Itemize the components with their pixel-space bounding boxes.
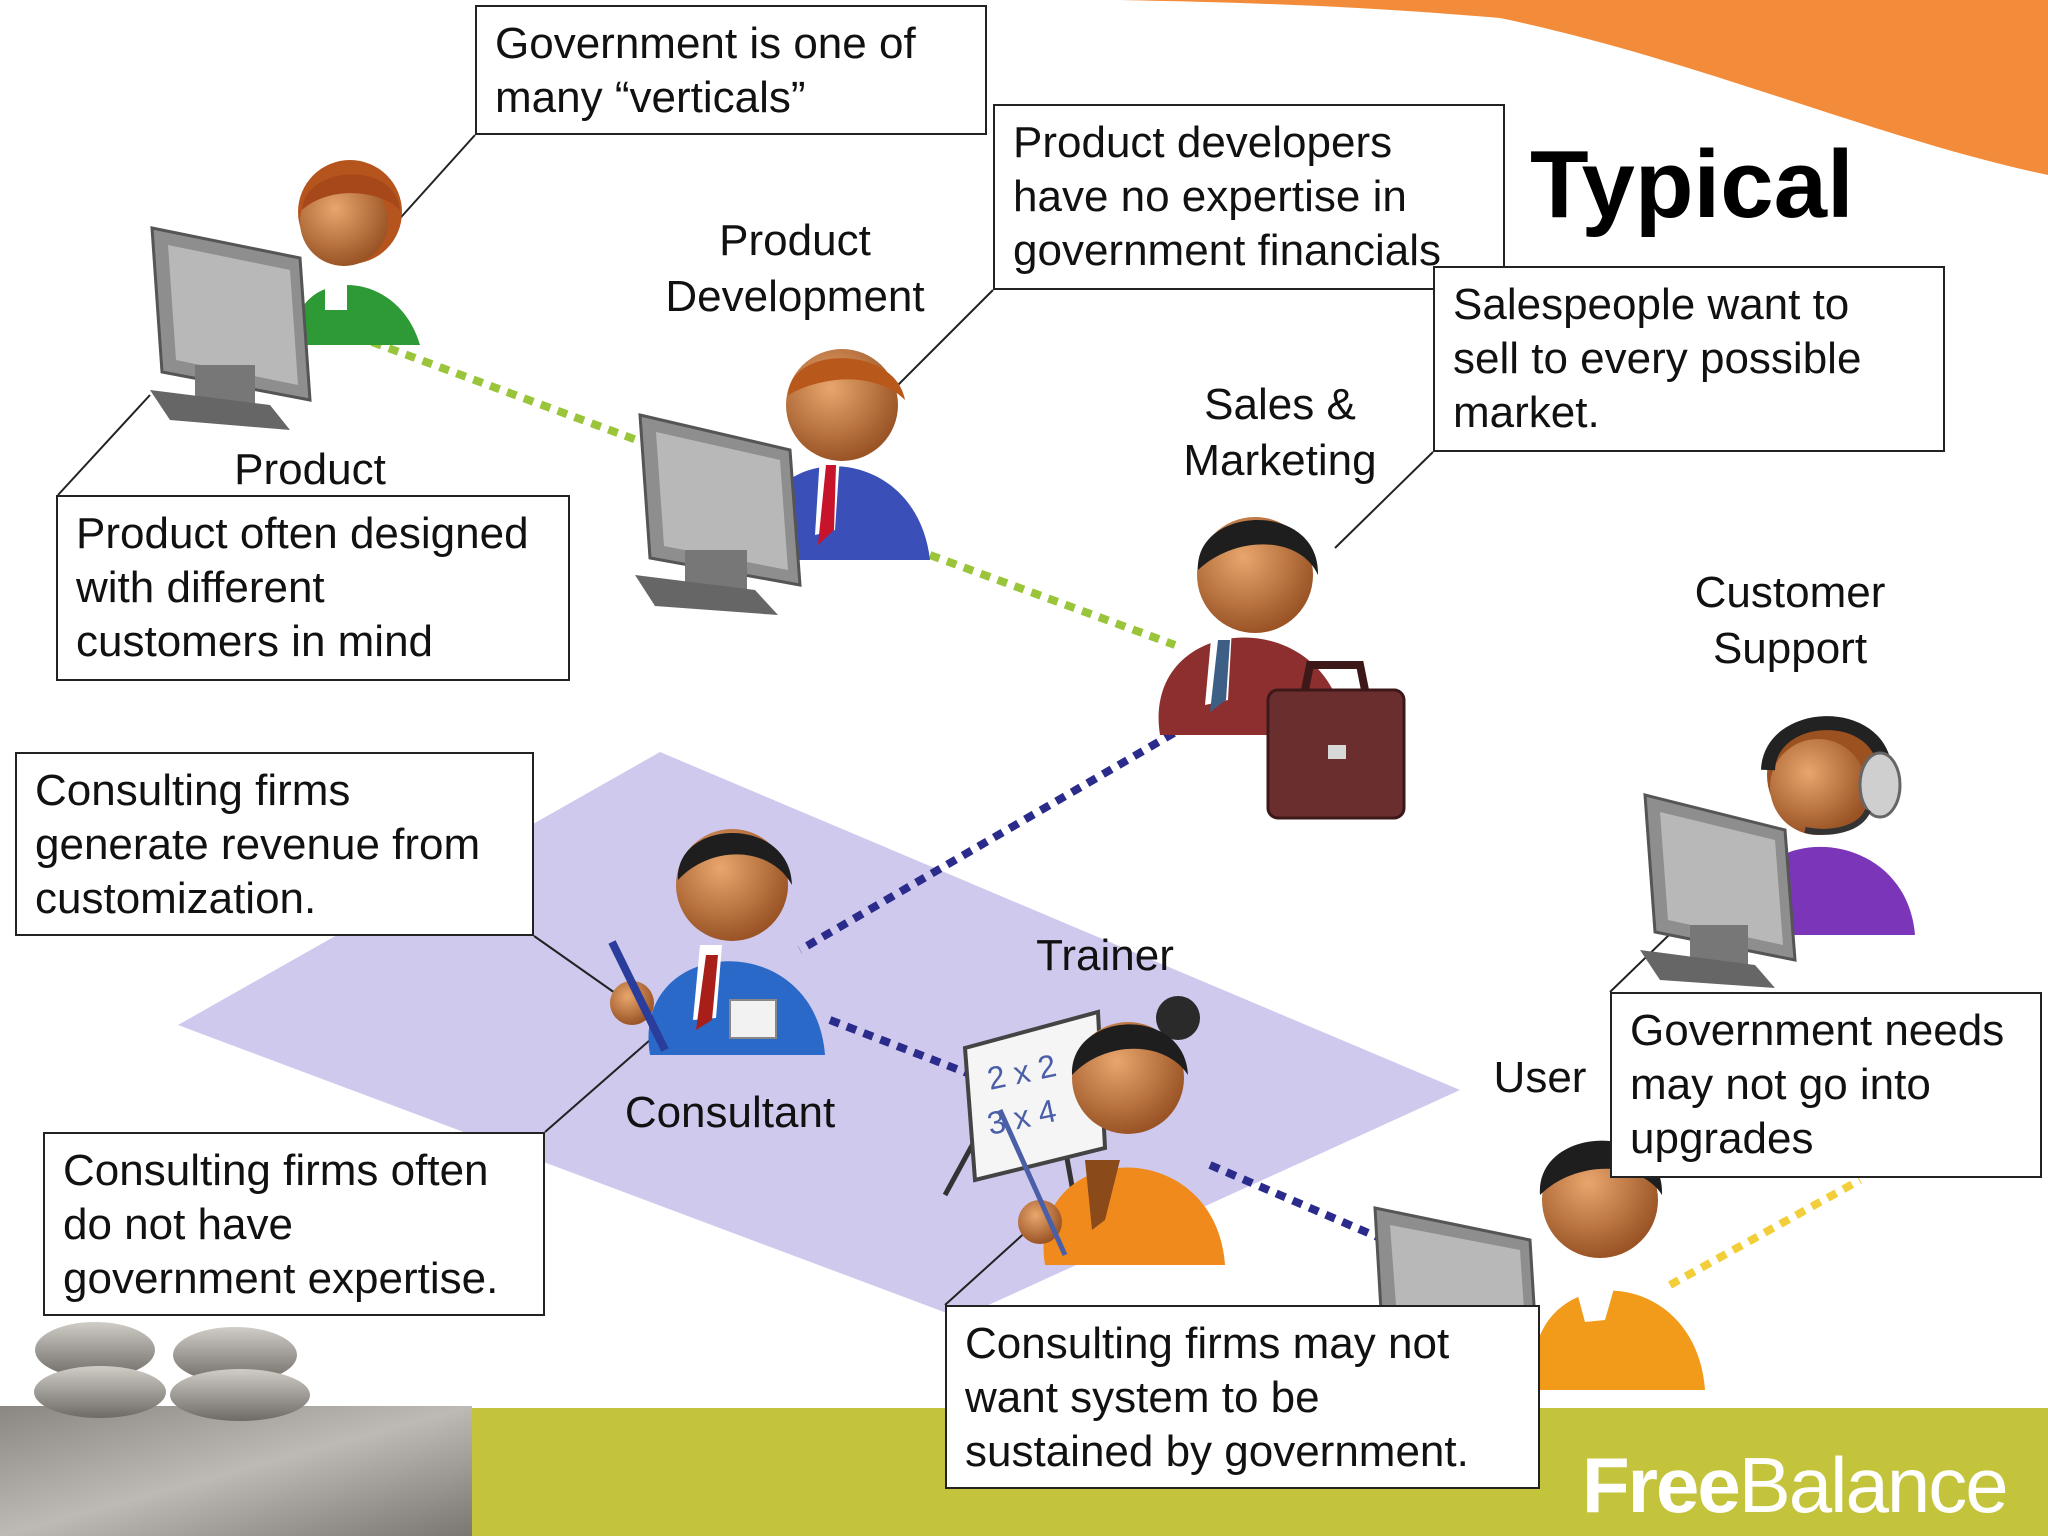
role-label-product-development: Product Development bbox=[665, 216, 925, 321]
briefcase-icon bbox=[1266, 661, 1406, 820]
leader-developers bbox=[894, 289, 994, 389]
callout-salespeople: Salespeople want to sell to every possib… bbox=[1433, 266, 1945, 452]
link-trainer-user bbox=[1208, 1161, 1382, 1242]
callout-product-designed: Product often designed with different cu… bbox=[56, 495, 570, 681]
role-label-product: Product bbox=[234, 445, 386, 494]
leader-product bbox=[57, 394, 151, 496]
role-label-sales-marketing: Sales & Marketing bbox=[1183, 380, 1377, 485]
leader-consulting-expertise bbox=[544, 1039, 651, 1133]
callout-government-needs: Government needs may not go into upgrade… bbox=[1610, 992, 2042, 1178]
callout-verticals: Government is one of many “verticals” bbox=[475, 5, 987, 135]
sales-marketing-person bbox=[1158, 517, 1406, 820]
callout-consulting-sustain: Consulting firms may not want system to … bbox=[945, 1305, 1540, 1489]
pen-icon bbox=[608, 940, 669, 1052]
role-label-trainer: Trainer bbox=[1036, 931, 1174, 980]
computer-icon bbox=[150, 226, 312, 430]
freebalance-logo: FreeBalance bbox=[1582, 1440, 2009, 1531]
whiteboard-icon: 2 x 2 3 x 4 bbox=[942, 1009, 1108, 1231]
callout-developers: Product developers have no expertise in … bbox=[993, 104, 1505, 290]
logo-part-balance: Balance bbox=[1738, 1441, 2009, 1529]
consultant-person bbox=[608, 829, 825, 1055]
role-label-customer-support: Customer Support bbox=[1694, 568, 1886, 673]
headset-icon bbox=[1804, 751, 1902, 835]
leader-consulting-revenue bbox=[533, 935, 626, 1001]
callout-consulting-revenue: Consulting firms generate revenue from c… bbox=[15, 752, 534, 936]
logo-part-free: Free bbox=[1582, 1441, 1741, 1529]
link-sales-consultant bbox=[797, 711, 1208, 954]
link-product-dev bbox=[370, 338, 652, 449]
trainer-person: 2 x 2 3 x 4 bbox=[942, 996, 1225, 1265]
slide-title: Typical bbox=[1530, 131, 1854, 238]
link-consultant-trainer bbox=[828, 1016, 982, 1082]
role-label-user: User bbox=[1493, 1053, 1587, 1102]
ground-texture bbox=[0, 1406, 472, 1536]
link-dev-sales bbox=[928, 551, 1177, 649]
orange-band bbox=[1120, 0, 2048, 175]
product-development-person bbox=[635, 349, 930, 615]
customer-support-person bbox=[1640, 716, 1915, 988]
computer-icon bbox=[1640, 793, 1797, 988]
link-user-support bbox=[1668, 1176, 1862, 1289]
role-label-consultant: Consultant bbox=[624, 1088, 836, 1137]
leader-sales bbox=[1334, 451, 1434, 549]
computer-icon bbox=[635, 413, 802, 615]
stacked-stones-icon bbox=[34, 1322, 310, 1421]
product-person bbox=[150, 160, 420, 430]
callout-consulting-expertise: Consulting firms often do not have gover… bbox=[43, 1132, 545, 1316]
